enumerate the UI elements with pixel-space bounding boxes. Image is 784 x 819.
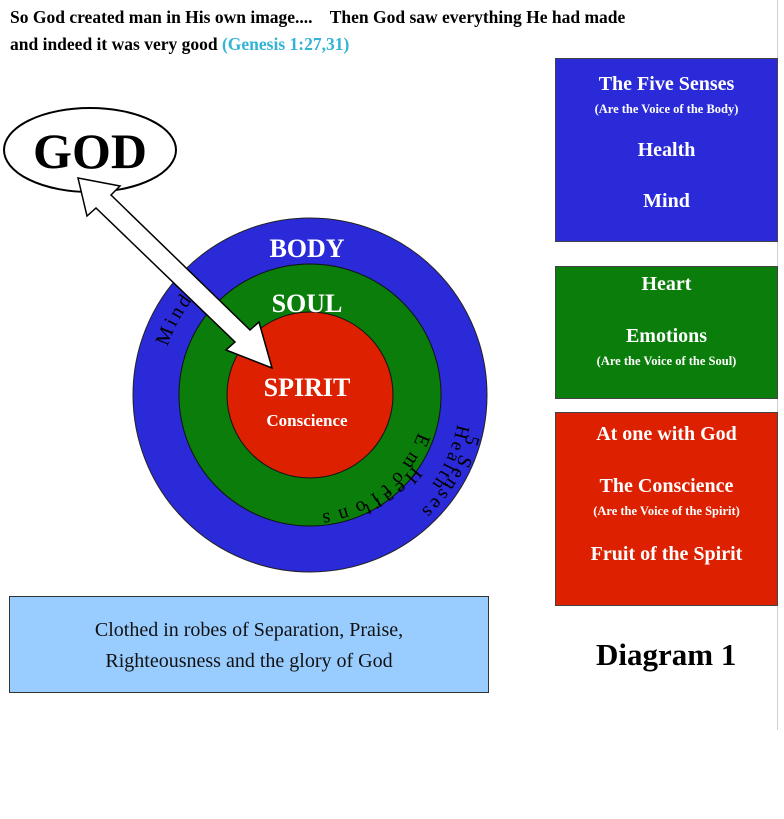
- conscience-label: Conscience: [266, 411, 348, 430]
- body-label: BODY: [269, 234, 344, 263]
- red-box-title: At one with God: [596, 423, 737, 445]
- green-box-subtitle: (Are the Voice of the Soul): [596, 354, 737, 368]
- double-arrow: [77, 177, 274, 370]
- header-line-2: and indeed it was very good (Genesis 1:2…: [10, 31, 780, 58]
- red-box-conscience: The Conscience: [599, 475, 734, 497]
- diagram-number-label: Diagram 1: [596, 637, 737, 672]
- red-info-box: At one with God The Conscience (Are the …: [555, 412, 778, 606]
- caption-line-1: Clothed in robes of Separation, Praise,: [94, 619, 404, 641]
- caption-line-2: Righteousness and the glory of God: [105, 650, 393, 672]
- red-box-subtitle: (Are the Voice of the Spirit): [593, 504, 740, 518]
- soul-label: SOUL: [272, 289, 343, 318]
- green-box-emotions: Emotions: [625, 325, 708, 347]
- blue-info-box: The Five Senses (Are the Voice of the Bo…: [555, 58, 778, 242]
- robes-caption-box: Clothed in robes of Separation, Praise, …: [9, 596, 489, 693]
- spirit-label: SPIRIT: [264, 373, 351, 402]
- scripture-reference: (Genesis 1:27,31): [221, 34, 350, 54]
- god-label: GOD: [33, 123, 147, 179]
- red-box-fruit: Fruit of the Spirit: [590, 543, 743, 565]
- header-line-1: So God created man in His own image.... …: [10, 7, 626, 27]
- header-verse: So God created man in His own image.... …: [10, 4, 780, 58]
- blue-box-health: Health: [637, 139, 696, 161]
- header-line-2-text: and indeed it was very good: [10, 34, 222, 54]
- blue-box-mind: Mind: [643, 190, 690, 212]
- blue-box-title: The Five Senses: [598, 73, 735, 95]
- blue-box-subtitle: (Are the Voice of the Body): [594, 102, 739, 116]
- green-box-title: Heart: [641, 273, 692, 295]
- green-info-box: Heart Emotions (Are the Voice of the Sou…: [555, 266, 778, 399]
